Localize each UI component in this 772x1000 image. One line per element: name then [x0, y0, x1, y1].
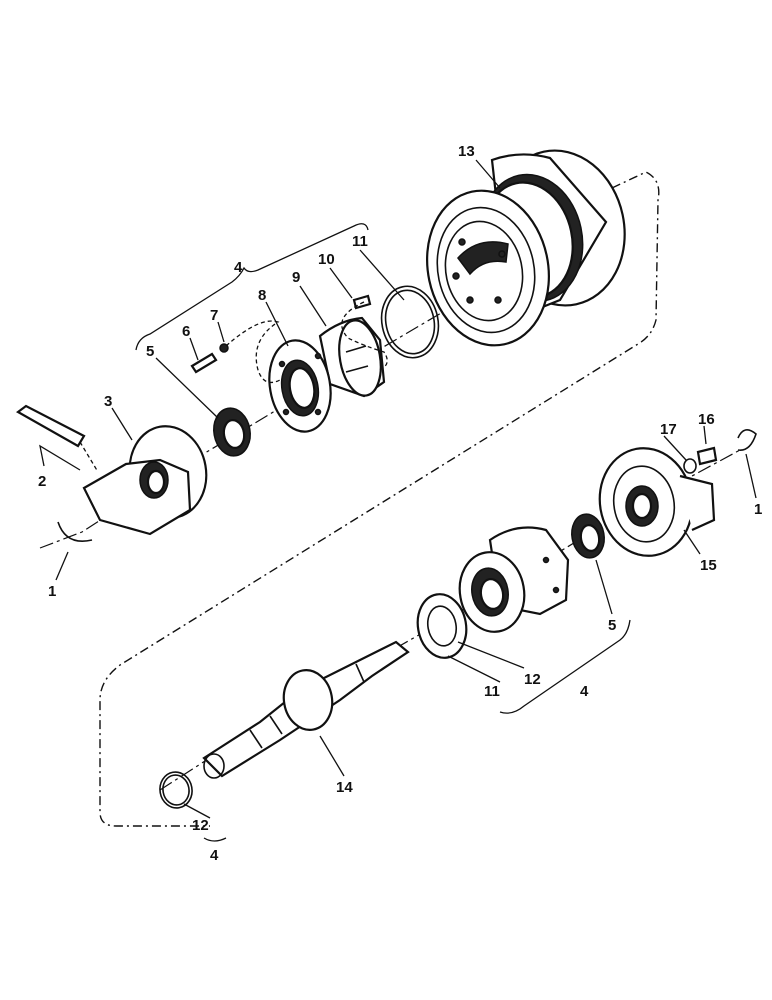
label-16: 16: [698, 411, 715, 428]
label-9: 9: [292, 269, 300, 286]
end-cap-right: [598, 447, 716, 557]
assembly-outline: [99, 171, 660, 827]
plug: [696, 446, 718, 466]
label-4-bottom: 4: [210, 847, 219, 864]
flat-bar: [15, 404, 86, 448]
label-10: 10: [318, 251, 335, 268]
label-11-top: 11: [352, 233, 368, 250]
thrust-washer: [416, 593, 468, 659]
end-cap-left: [82, 425, 208, 536]
label-6: 6: [182, 323, 190, 340]
o-ring-bottom-inner: [162, 774, 190, 806]
label-8: 8: [258, 287, 266, 304]
label-5-top: 5: [146, 343, 154, 360]
bolt: [190, 352, 218, 374]
label-13: 13: [458, 143, 475, 160]
label-11-bottom: 11: [484, 683, 500, 700]
retaining-clip-left: [57, 521, 93, 542]
shaft: [202, 640, 410, 779]
retaining-clip-right: [737, 429, 757, 451]
pin-hole-dash: [341, 301, 388, 371]
label-5-right: 5: [608, 617, 616, 634]
label-12-mid: 12: [524, 671, 541, 688]
label-4-mid: 4: [580, 683, 589, 700]
label-12-bottom: 12: [192, 817, 209, 834]
bracket-top: [135, 223, 369, 351]
seal-top: [213, 407, 251, 457]
roller-shell: [426, 149, 626, 347]
bolt-hole-dash: [225, 320, 281, 384]
leader-lines: [39, 159, 757, 819]
label-15: 15: [700, 557, 717, 574]
washer: [219, 343, 229, 353]
flat-bar-dash: [79, 441, 99, 473]
lower-bushing: [458, 526, 570, 633]
label-14: 14: [336, 779, 353, 796]
seal-right: [571, 513, 605, 559]
label-1-left: 1: [48, 583, 56, 600]
label-7: 7: [210, 307, 218, 324]
label-3: 3: [104, 393, 112, 410]
label-17: 17: [660, 421, 677, 438]
thrust-washer-inner: [426, 605, 458, 647]
o-ring-top: [380, 285, 440, 359]
label-4-top: 4: [234, 259, 243, 276]
o-ring-bottom: [159, 771, 193, 809]
o-ring-top-inner: [384, 289, 436, 355]
label-2: 2: [38, 473, 46, 490]
bracket-bottom: [203, 837, 227, 842]
pin: [352, 294, 372, 310]
bracket-mid: [499, 619, 631, 714]
flange-bushing: [268, 339, 332, 433]
small-o-ring: [683, 458, 697, 474]
label-1-right: 1: [754, 501, 762, 518]
